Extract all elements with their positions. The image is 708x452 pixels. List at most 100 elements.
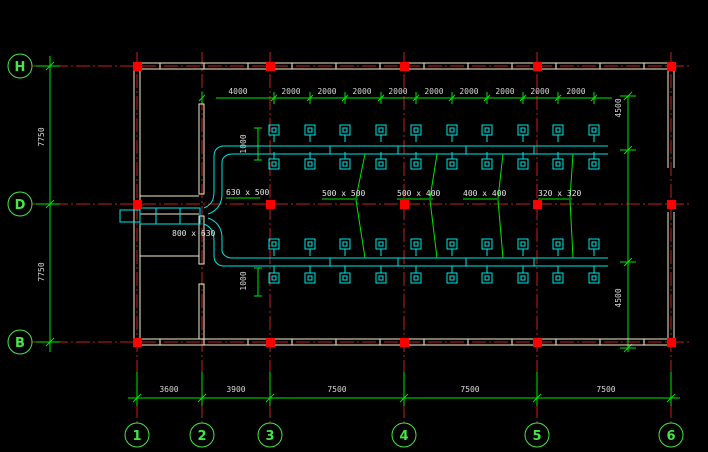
axis-bubble-b: B [7, 329, 33, 355]
leader-diag-7 [569, 199, 574, 259]
dim-diffuser-upper: 1000 [239, 134, 248, 153]
diffuser [517, 152, 529, 170]
dim-right-upper: 4500 [614, 98, 623, 117]
dim-bottom-4-5: 7500 [460, 385, 479, 394]
axis-bubble-3: 3 [257, 422, 283, 448]
diffuser-core [591, 161, 597, 167]
diffuser-core [591, 127, 597, 133]
diffuser [481, 124, 493, 142]
duct-label-main-inlet: 800 x 630 [172, 229, 216, 238]
diffuser-core [555, 275, 561, 281]
diffuser-core [307, 241, 313, 247]
diffuser-core [271, 127, 277, 133]
dim-left-d-b: 7750 [37, 262, 46, 281]
dim-top-8: 2000 [530, 87, 549, 96]
axis-bubble-h: H [7, 53, 33, 79]
dim-tick-top-2 [306, 94, 314, 102]
dim-diffuser-lower: 1000 [239, 271, 248, 290]
diffuser-core [342, 275, 348, 281]
dim-tick-left-h [45, 61, 55, 71]
left-dimension-texts: 7750 7750 [37, 127, 46, 281]
duct-lower-riser-outer [203, 223, 608, 267]
dim-tick-right-2 [623, 257, 633, 267]
dim-top-9: 2000 [566, 87, 585, 96]
dim-top-4: 2000 [388, 87, 407, 96]
dim-top-1: 2000 [281, 87, 300, 96]
column [400, 62, 409, 71]
diffuser [446, 266, 458, 284]
dim-tick-bottom-6 [666, 393, 676, 403]
air-ducts [119, 145, 608, 267]
diffuser-core [342, 161, 348, 167]
diffuser-spacing-texts: 1000 1000 [239, 134, 248, 290]
axis-bubble-2: 2 [189, 422, 215, 448]
diffuser-core [271, 241, 277, 247]
column [533, 200, 542, 209]
column [266, 338, 275, 347]
dim-tick-top-9 [554, 94, 562, 102]
diffuser [410, 238, 422, 256]
dim-tick-left-d [45, 199, 55, 209]
structural-columns [133, 62, 676, 347]
top-dimension-texts: 4000 2000 2000 2000 2000 2000 2000 2000 … [228, 87, 585, 96]
diffuser [375, 238, 387, 256]
axis-label-b: B [15, 336, 25, 351]
diffuser [339, 152, 351, 170]
diffuser [375, 152, 387, 170]
duct-label-branch-3: 500 x 400 [397, 189, 441, 198]
diffuser [410, 152, 422, 170]
column [133, 338, 142, 347]
diffuser [304, 124, 316, 142]
diffuser [552, 238, 564, 256]
diffuser [410, 266, 422, 284]
diffuser-core [449, 241, 455, 247]
leader-diag-1 [355, 199, 366, 259]
leader-diag-3 [429, 199, 438, 259]
diffuser-core [378, 275, 384, 281]
dim-top-3: 2000 [352, 87, 371, 96]
column [667, 62, 676, 71]
diffuser-core [555, 241, 561, 247]
column [533, 338, 542, 347]
diffuser [339, 238, 351, 256]
diffuser-core [413, 127, 419, 133]
diffuser [588, 152, 600, 170]
leader-diag-5 [497, 199, 504, 259]
dim-tick-top-10 [590, 94, 598, 102]
diffuser-core [413, 275, 419, 281]
diffuser-core [449, 127, 455, 133]
duct-upper-riser-inner [207, 153, 608, 215]
duct-size-labels: 800 x 630 630 x 500 500 x 500 500 x 400 … [172, 188, 582, 238]
dim-tick-top-0 [198, 94, 206, 102]
diffuser-core [307, 127, 313, 133]
axis-label-4: 4 [399, 429, 408, 444]
axis-bubble-5: 5 [524, 422, 550, 448]
column [667, 200, 676, 209]
dim-top-2: 2000 [317, 87, 336, 96]
diffuser [552, 124, 564, 142]
dim-top-7: 2000 [495, 87, 514, 96]
diffuser-core [591, 275, 597, 281]
dim-right-lower: 4500 [614, 288, 623, 307]
duct-label-branch-5: 320 x 320 [538, 189, 582, 198]
diffuser-core [484, 275, 490, 281]
diffuser-core [484, 161, 490, 167]
diffuser [481, 238, 493, 256]
dim-tick-bottom-2 [197, 393, 207, 403]
dim-bottom-3-4: 7500 [327, 385, 346, 394]
duct-label-branch-4: 400 x 400 [463, 189, 507, 198]
diffuser [446, 152, 458, 170]
duct-upper-riser-outer [203, 145, 608, 209]
diffuser [304, 266, 316, 284]
axis-label-1: 1 [132, 429, 141, 444]
dim-tick-top-8 [519, 94, 527, 102]
dim-tick-top-4 [377, 94, 385, 102]
partition-upper [198, 103, 205, 195]
duct-main-inlet [139, 207, 201, 225]
diffuser-core [520, 127, 526, 133]
diffuser [481, 266, 493, 284]
diffuser [552, 152, 564, 170]
dim-top-0: 4000 [228, 87, 247, 96]
diffuser-core [378, 241, 384, 247]
